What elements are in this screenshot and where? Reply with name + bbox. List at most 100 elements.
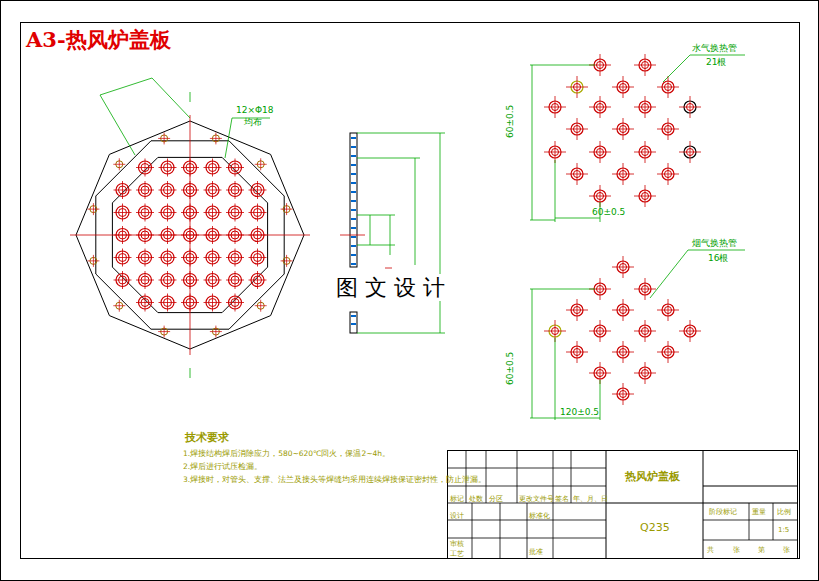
drawing-line xyxy=(447,520,606,521)
drawing-label: 共 xyxy=(707,546,714,554)
drawing-label: 张 xyxy=(783,546,790,554)
drawing-label: 工艺 xyxy=(450,550,464,558)
drawing-line xyxy=(122,271,123,289)
drawing-line xyxy=(600,96,601,118)
drawing-line xyxy=(555,96,556,118)
drawing-line xyxy=(212,181,213,199)
drawing-line xyxy=(351,191,356,193)
drawing-label: 处数 xyxy=(469,495,483,503)
drawing-line xyxy=(286,203,287,215)
drawing-line xyxy=(260,300,261,312)
drawing-line xyxy=(212,204,213,222)
drawing-label: 设计 xyxy=(450,512,464,520)
drawing-label: Q235 xyxy=(640,522,670,535)
drawing-line xyxy=(167,249,168,267)
drawing-line xyxy=(190,92,191,102)
drawing-line xyxy=(532,65,533,220)
drawing-line xyxy=(119,158,120,170)
drawing-line xyxy=(167,271,168,289)
drawing-line xyxy=(447,468,606,469)
drawing-line xyxy=(119,300,120,312)
drawing-line xyxy=(351,137,356,139)
drawing-line xyxy=(235,249,236,267)
drawing-line xyxy=(340,235,365,236)
drawing-line xyxy=(517,450,518,503)
drawing-label: 12×Φ18 xyxy=(236,105,274,115)
drawing-line xyxy=(93,203,94,215)
drawing-line xyxy=(164,132,165,144)
drawing-line xyxy=(668,76,669,98)
drawing-line xyxy=(385,268,392,269)
drawing-line xyxy=(351,173,356,175)
drawing-line xyxy=(351,155,356,157)
drawing-line xyxy=(606,503,797,504)
drawing-label: 更改文件号 xyxy=(519,495,554,503)
drawing-line xyxy=(530,65,595,66)
drawing-line xyxy=(351,164,356,166)
drawing-line xyxy=(600,320,601,342)
drawing-line xyxy=(555,218,600,219)
drawing-line xyxy=(351,245,356,247)
drawing-line xyxy=(623,118,624,140)
drawing-label: 3.焊接时，对管头、支撑、法兰及接头等焊缝均采用连续焊接保证密封性，防止泄漏。 xyxy=(183,476,486,485)
drawing-line xyxy=(447,538,606,539)
drawing-label: 审核 xyxy=(450,540,464,548)
drawing-line xyxy=(167,159,168,177)
drawing-label: 1.焊接结构焊后消除应力，580~620℃回火，保温2~4h。 xyxy=(183,450,390,459)
drawing-line xyxy=(690,320,691,342)
drawing-line xyxy=(351,182,356,184)
drawing-line xyxy=(190,115,191,355)
drawing-label: 16根 xyxy=(708,253,728,263)
drawing-line xyxy=(122,181,123,199)
drawing-line xyxy=(122,249,123,267)
drawing-line xyxy=(212,271,213,289)
drawing-line xyxy=(645,141,646,163)
drawing-line xyxy=(500,503,501,558)
drawing-line xyxy=(152,78,190,118)
drawing-line xyxy=(164,326,165,338)
drawing-line xyxy=(577,299,578,321)
drawing-line xyxy=(600,141,601,163)
drawing-line xyxy=(351,315,356,317)
drawing-line xyxy=(145,159,146,177)
drawing-line xyxy=(215,326,216,338)
drawing-line xyxy=(555,141,556,163)
drawing-line xyxy=(668,163,669,185)
drawing-line xyxy=(351,200,356,202)
drawing-line xyxy=(167,294,168,312)
drawing-label: 分区 xyxy=(489,495,503,503)
drawing-line xyxy=(668,118,669,140)
drawing-line xyxy=(688,250,745,251)
drawing-line xyxy=(351,227,356,229)
drawing-line xyxy=(167,204,168,222)
drawing-line xyxy=(623,299,624,321)
drawing-line xyxy=(351,236,356,238)
plate-section xyxy=(350,312,357,333)
drawing-line xyxy=(351,263,356,265)
drawing-line xyxy=(645,54,646,76)
drawing-line xyxy=(225,118,232,158)
drawing-line xyxy=(645,96,646,118)
drawing-line xyxy=(190,368,191,378)
drawing-line xyxy=(530,289,595,290)
drawing-line xyxy=(623,76,624,98)
drawing-line xyxy=(357,215,395,216)
drawing-line xyxy=(390,215,391,255)
drawing-line xyxy=(703,540,797,541)
drawing-line xyxy=(577,163,578,185)
drawing-line xyxy=(235,204,236,222)
drawing-line xyxy=(351,209,356,211)
drawing-label: 阶段标记 xyxy=(709,508,737,516)
drawing-line xyxy=(532,289,533,418)
drawing-line xyxy=(650,250,688,298)
drawing-line xyxy=(357,245,395,246)
drawing-line xyxy=(440,133,441,333)
drawing-line xyxy=(600,54,601,76)
drawing-line xyxy=(145,249,146,267)
drawing-line xyxy=(351,254,356,256)
drawing-line xyxy=(555,338,556,420)
drawing-line xyxy=(645,320,646,342)
drawing-line xyxy=(235,159,236,177)
drawing-label: 1:5 xyxy=(778,526,789,534)
